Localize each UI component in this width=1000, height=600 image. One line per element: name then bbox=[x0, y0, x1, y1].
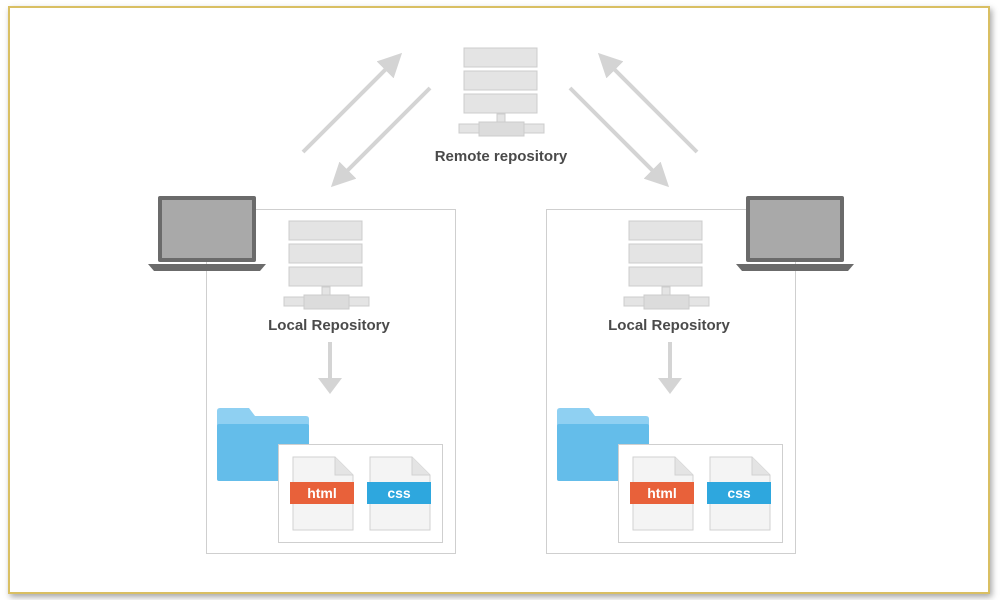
arrow-icon bbox=[597, 52, 699, 154]
laptop-icon bbox=[736, 196, 854, 271]
html-file-tag: html bbox=[290, 482, 354, 504]
laptop-icon bbox=[148, 196, 266, 271]
arrow-down-icon bbox=[318, 342, 342, 394]
remote-repository-label: Remote repository bbox=[434, 148, 568, 165]
remote-server-icon bbox=[458, 47, 545, 137]
css-file-tag: css bbox=[707, 482, 771, 504]
local-repository-label: Local Repository bbox=[268, 317, 390, 334]
local-repository-label: Local Repository bbox=[608, 317, 730, 334]
arrow-icon bbox=[568, 86, 670, 188]
html-file-tag: html bbox=[630, 482, 694, 504]
local-server-icon bbox=[283, 220, 370, 310]
arrow-icon bbox=[301, 52, 403, 154]
local-server-icon bbox=[623, 220, 710, 310]
arrow-icon bbox=[330, 86, 432, 188]
arrow-down-icon bbox=[658, 342, 682, 394]
css-file-tag: css bbox=[367, 482, 431, 504]
